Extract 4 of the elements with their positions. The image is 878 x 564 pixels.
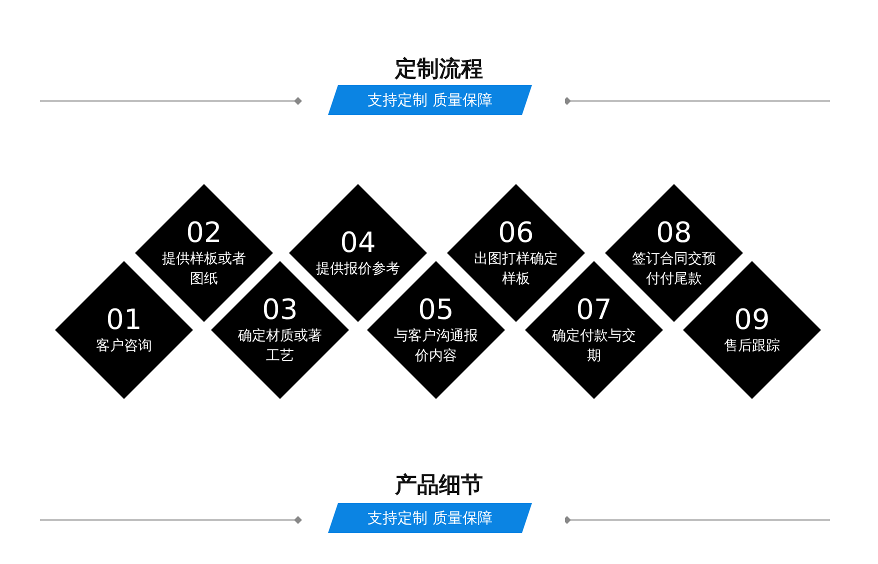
section-heading: 产品细节 [394, 472, 484, 500]
banner: 支持定制 质量保障 [328, 503, 532, 533]
banner: 支持定制 质量保障 [328, 85, 532, 115]
title: 定制流程 [394, 56, 484, 84]
